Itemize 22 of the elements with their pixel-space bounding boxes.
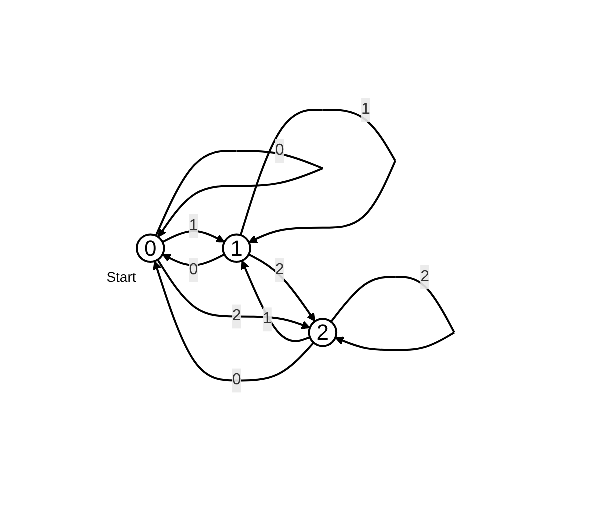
edge-label: 0 bbox=[188, 261, 198, 278]
arrow bbox=[330, 276, 456, 351]
edge-label: 2 bbox=[232, 307, 241, 324]
edge-label: 2 bbox=[420, 268, 430, 285]
edge-label: 1 bbox=[188, 217, 198, 234]
state-caption: Start bbox=[106, 268, 136, 285]
node-circle: 0 bbox=[136, 233, 165, 263]
node-circle: 2 bbox=[308, 318, 338, 347]
edge-label: 0 bbox=[232, 371, 241, 388]
arrow bbox=[154, 150, 323, 238]
arrow bbox=[162, 230, 225, 243]
edge-label: 1 bbox=[262, 310, 272, 328]
edge-label: 0 bbox=[275, 142, 284, 159]
edge-label: 2 bbox=[275, 261, 284, 278]
arrow bbox=[240, 108, 396, 243]
arrow bbox=[156, 259, 310, 329]
edge-label: 1 bbox=[361, 100, 370, 118]
arrow bbox=[240, 260, 310, 342]
node-circle: 1 bbox=[222, 233, 252, 263]
arrow bbox=[162, 253, 225, 266]
arrow bbox=[248, 253, 316, 322]
arrow bbox=[152, 260, 314, 382]
